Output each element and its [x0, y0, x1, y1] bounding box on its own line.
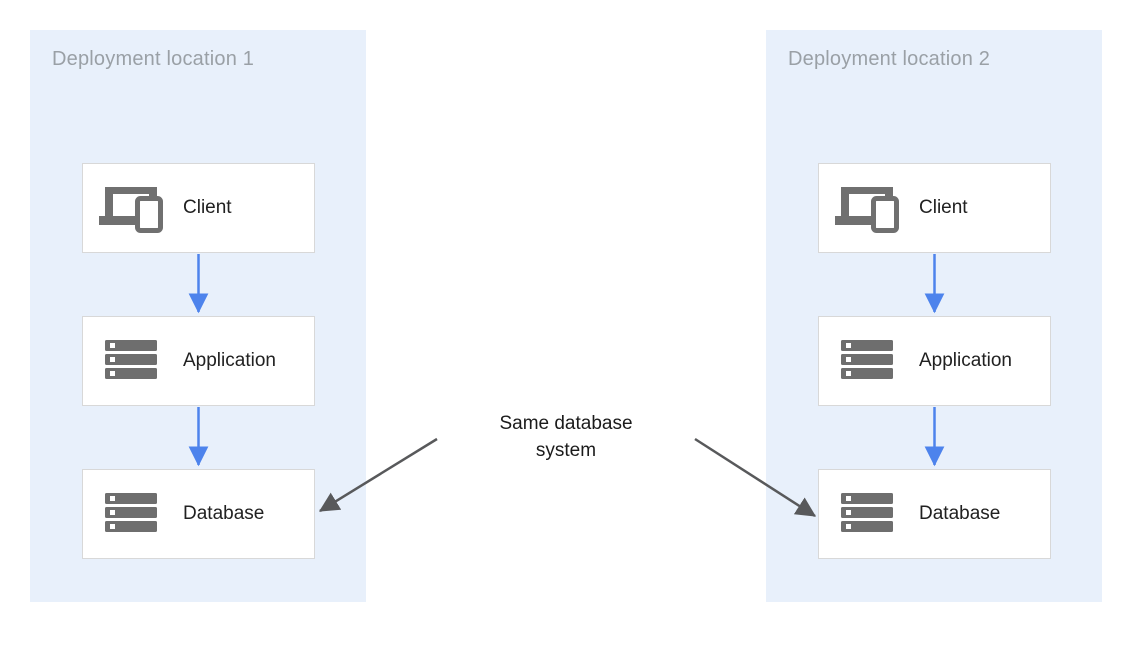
server-stack-icon: [99, 336, 163, 386]
database-node: Database: [818, 469, 1051, 559]
panel-title: Deployment location 2: [788, 48, 991, 70]
deployment-panel-2: Deployment location 2 Client: [766, 30, 1102, 602]
node-label: Client: [919, 197, 968, 218]
database-node: Database: [82, 469, 315, 559]
annotation-line-2: system: [535, 440, 597, 461]
server-stack-icon: [99, 489, 163, 539]
application-node: Application: [82, 316, 315, 406]
devices-icon: [835, 183, 899, 233]
client-node: Client: [818, 163, 1051, 253]
node-label: Database: [183, 503, 265, 524]
node-label: Client: [183, 197, 232, 218]
devices-icon: [99, 183, 163, 233]
client-node: Client: [82, 163, 315, 253]
node-label: Application: [183, 350, 276, 371]
server-stack-icon: [835, 336, 899, 386]
panel-title: Deployment location 1: [52, 48, 255, 70]
application-node: Application: [818, 316, 1051, 406]
annotation-line-1: Same database: [499, 413, 633, 434]
server-stack-icon: [835, 489, 899, 539]
node-label: Database: [919, 503, 1001, 524]
node-label: Application: [919, 350, 1012, 371]
deployment-panel-1: Deployment location 1 Client: [30, 30, 366, 602]
annotation-label: Same database system: [446, 410, 686, 464]
